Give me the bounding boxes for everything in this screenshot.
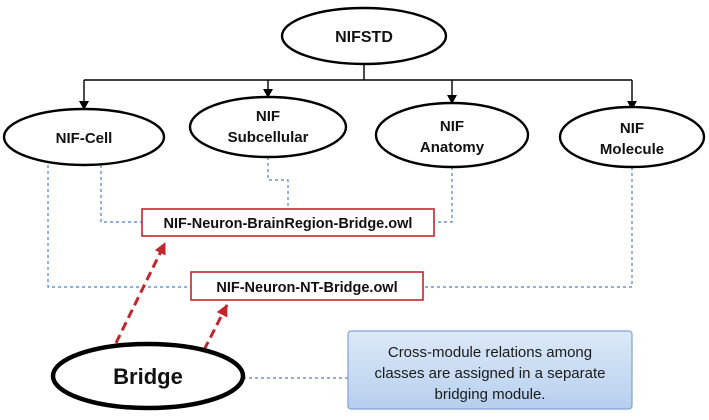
- bridge-file-nt: NIF-Neuron-NT-Bridge.owl: [190, 271, 424, 301]
- callout-shape: [347, 330, 633, 410]
- bridge-file-label: NIF-Neuron-NT-Bridge.owl: [216, 280, 397, 296]
- bridge-file-box: [141, 208, 435, 237]
- module-node-label-line2: Anatomy: [420, 139, 485, 156]
- callout-line-1: Cross-module relations among: [388, 344, 592, 361]
- root-node-shape: [280, 6, 448, 66]
- module-node-shape: [374, 101, 530, 169]
- bridge-file-box: [190, 271, 424, 301]
- root-node-label: NIFSTD: [335, 29, 393, 46]
- module-node-shape: [558, 105, 706, 169]
- module-node-nif-molecule: NIF Molecule: [558, 105, 706, 169]
- link-bridge-to-callout: [243, 369, 349, 379]
- module-node-nif-subcellular: NIF Subcellular: [188, 95, 348, 159]
- module-node-label-line1: NIF: [620, 120, 644, 137]
- link-molecule-to-nt-bridge: [423, 167, 633, 288]
- bridge-node-shape: [50, 341, 246, 411]
- module-node-shape: [2, 107, 166, 167]
- bridge-file-label: NIF-Neuron-BrainRegion-Bridge.owl: [164, 216, 413, 232]
- module-node-nif-anatomy: NIF Anatomy: [374, 101, 530, 169]
- module-node-label-line1: NIF: [440, 118, 464, 135]
- link-anatomy-to-brainregion-bridge: [434, 167, 453, 223]
- bridge-node: Bridge: [50, 341, 246, 411]
- root-node-nifstd: NIFSTD: [280, 6, 448, 66]
- arrow-bridge-to-nt: [202, 304, 229, 351]
- module-node-label-line1: NIF: [256, 108, 280, 125]
- bridge-node-label: Bridge: [113, 364, 183, 389]
- module-node-label-line2: Molecule: [600, 141, 664, 158]
- module-node-label: NIF-Cell: [56, 130, 113, 147]
- hierarchy-connectors: [79, 64, 637, 110]
- bridge-file-brainregion: NIF-Neuron-BrainRegion-Bridge.owl: [141, 208, 435, 237]
- module-node-nif-cell: NIF-Cell: [2, 107, 166, 167]
- module-node-label-line2: Subcellular: [228, 129, 309, 146]
- link-subcellular-to-brainregion-bridge: [267, 157, 289, 209]
- module-node-shape: [188, 95, 348, 159]
- callout-line-2: classes are assigned in a separate: [375, 365, 606, 382]
- arrow-bridge-to-brainregion: [114, 242, 167, 344]
- link-cell-to-brainregion-bridge: [100, 165, 142, 223]
- callout-box: Cross-module relations among classes are…: [347, 330, 633, 410]
- callout-line-3: bridging module.: [435, 386, 546, 403]
- bridge-arrows: [114, 242, 229, 351]
